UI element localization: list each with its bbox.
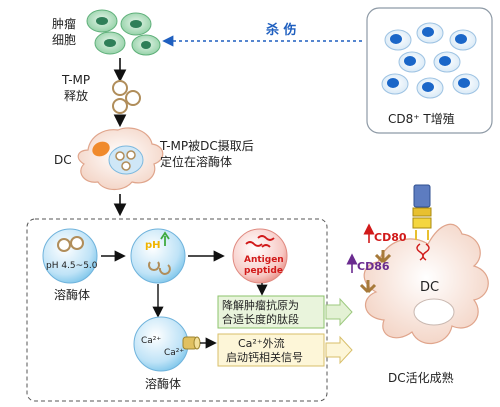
cd80-label: CD80 — [374, 231, 407, 244]
tmp-uptake-label-line1: T-MP被DC摄取后 — [159, 138, 254, 153]
ph-up-label: pH — [145, 240, 161, 251]
calcium-label-2: Ca²⁺ — [164, 348, 184, 358]
cd8-prolif-label: CD8⁺ T增殖 — [388, 111, 455, 126]
ca-efflux-label-line1: Ca²⁺外流 — [238, 336, 285, 350]
tumor-cells-label-line1: 肿瘤 — [52, 16, 76, 31]
tcr-mhc-complex-icon — [412, 184, 432, 261]
cd80-receptor-icon — [374, 250, 392, 264]
lysosome-calcium-icon — [133, 316, 201, 372]
dc-left-label: DC — [54, 153, 72, 167]
lysosome-ph-up-icon — [130, 228, 186, 284]
kill-label: 杀 伤 — [266, 22, 297, 38]
ca-efflux-label-line2: 启动钙相关信号 — [226, 350, 303, 364]
tumor-cells-icon — [86, 9, 161, 56]
dendritic-cell-left-icon — [77, 127, 164, 191]
lysosome-label-1: 溶酶体 — [54, 287, 90, 302]
lysosome-label-2: 溶酶体 — [145, 376, 181, 391]
dc-right-label: DC — [420, 280, 439, 295]
cd8-t-cells-icon — [381, 22, 480, 99]
tmp-uptake-label-line2: 定位在溶酶体 — [160, 154, 232, 169]
tumor-cells-label-line2: 细胞 — [52, 33, 76, 47]
dc-mature-label: DC活化成熟 — [388, 370, 454, 385]
cd86-receptor-icon — [359, 280, 377, 294]
ca-efflux-box — [217, 333, 325, 367]
ph-range-label: pH 4.5~5.0 — [46, 261, 98, 271]
antigen-label-line2: peptide — [244, 266, 283, 276]
tmp-particles-icon — [112, 80, 141, 114]
block-arrow-green — [325, 297, 353, 327]
antigen-peptide-icon — [232, 228, 288, 284]
degrade-label-line2: 合适长度的肽段 — [222, 312, 299, 326]
lysosome-acidic-icon — [42, 228, 98, 284]
calcium-label-1: Ca²⁺ — [141, 336, 161, 346]
degrade-label-line1: 降解肿瘤抗原为 — [222, 298, 299, 312]
degrade-box — [217, 295, 325, 329]
antigen-label-line1: Antigen — [244, 255, 284, 265]
tmp-release-label-line1: T-MP — [61, 73, 90, 87]
tmp-release-label-line2: 释放 — [64, 88, 88, 103]
block-arrow-yellow — [325, 335, 353, 365]
cd86-label: CD86 — [357, 260, 390, 273]
dendritic-cell-right-icon — [363, 223, 489, 345]
